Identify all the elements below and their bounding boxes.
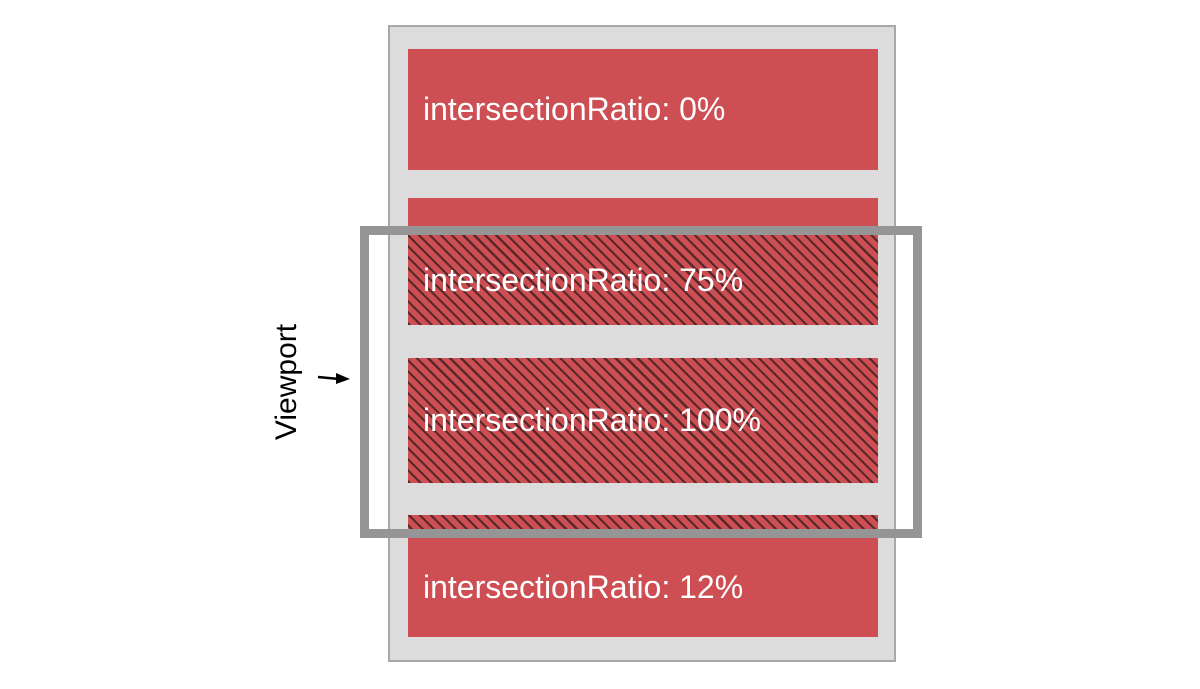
target-element-75pct: intersectionRatio: 75% [408, 198, 878, 325]
intersection-hatch-overlay [408, 358, 878, 483]
target-element-100pct: intersectionRatio: 100% [408, 358, 878, 483]
arrow-right-icon [317, 373, 350, 384]
intersection-ratio-label: intersectionRatio: 100% [423, 402, 761, 438]
viewport-label: Viewport [270, 323, 303, 441]
intersection-ratio-label: intersectionRatio: 75% [423, 262, 744, 298]
viewport-outline [360, 226, 922, 538]
intersection-ratio-label: intersectionRatio: 12% [423, 569, 744, 605]
intersection-ratio-label: intersectionRatio: 0% [423, 91, 726, 127]
target-element-0pct: intersectionRatio: 0% [408, 49, 878, 170]
intersection-hatch-overlay [408, 226, 878, 325]
